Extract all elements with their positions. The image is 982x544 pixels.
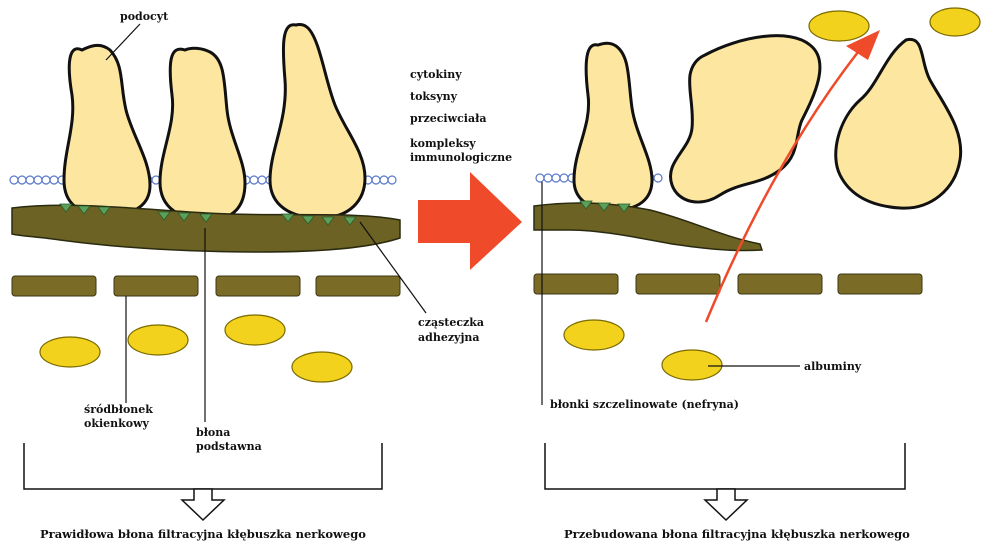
podocyte-right-intact bbox=[574, 43, 652, 210]
label-srodblonek-line1: śródbłonek bbox=[84, 403, 153, 416]
endothelium-right bbox=[534, 274, 922, 294]
label-czasteczka-line2: adhezyjna bbox=[418, 331, 480, 344]
podocyte-left-2 bbox=[160, 48, 245, 220]
factor-toksyny: toksyny bbox=[410, 90, 458, 103]
podocyte-left-3 bbox=[270, 24, 365, 218]
label-podocyt: podocyt bbox=[120, 10, 169, 23]
label-blona-line2: podstawna bbox=[196, 440, 262, 453]
endothelium-left bbox=[12, 276, 400, 296]
factor-kompleksy: kompleksy bbox=[410, 137, 476, 150]
big-red-arrow bbox=[418, 172, 522, 270]
label-blona-line1: błona bbox=[196, 426, 230, 439]
label-albuminy: albuminy bbox=[804, 360, 862, 373]
middle-section: cytokiny toksyny przeciwciała kompleksy … bbox=[410, 68, 522, 270]
podocyte-left-1 bbox=[64, 45, 150, 215]
factor-immunologiczne: immunologiczne bbox=[410, 151, 512, 164]
factor-cytokiny: cytokiny bbox=[410, 68, 462, 81]
podocyte-right-deformed-1 bbox=[670, 36, 819, 202]
caption-left: Prawidłowa błona filtracyjna kłębuszka n… bbox=[40, 527, 366, 541]
podocyte-right-deformed-2 bbox=[836, 39, 961, 208]
factor-przeciwciala: przeciwciała bbox=[410, 112, 486, 125]
basement-membrane-right bbox=[534, 203, 762, 251]
label-czasteczka-line1: cząsteczka bbox=[418, 316, 484, 329]
albumins-left bbox=[40, 315, 352, 382]
bracket-right bbox=[545, 443, 905, 489]
caption-right: Przebudowana błona filtracyjna kłębuszka… bbox=[564, 527, 910, 541]
label-blonki: błonki szczelinowate (nefryna) bbox=[550, 398, 739, 411]
label-srodblonek-line2: okienkowy bbox=[84, 417, 150, 430]
down-arrow-right bbox=[705, 489, 747, 520]
right-panel: albuminy błonki szczelinowate (nefryna) … bbox=[534, 8, 980, 541]
down-arrow-left bbox=[182, 489, 224, 520]
